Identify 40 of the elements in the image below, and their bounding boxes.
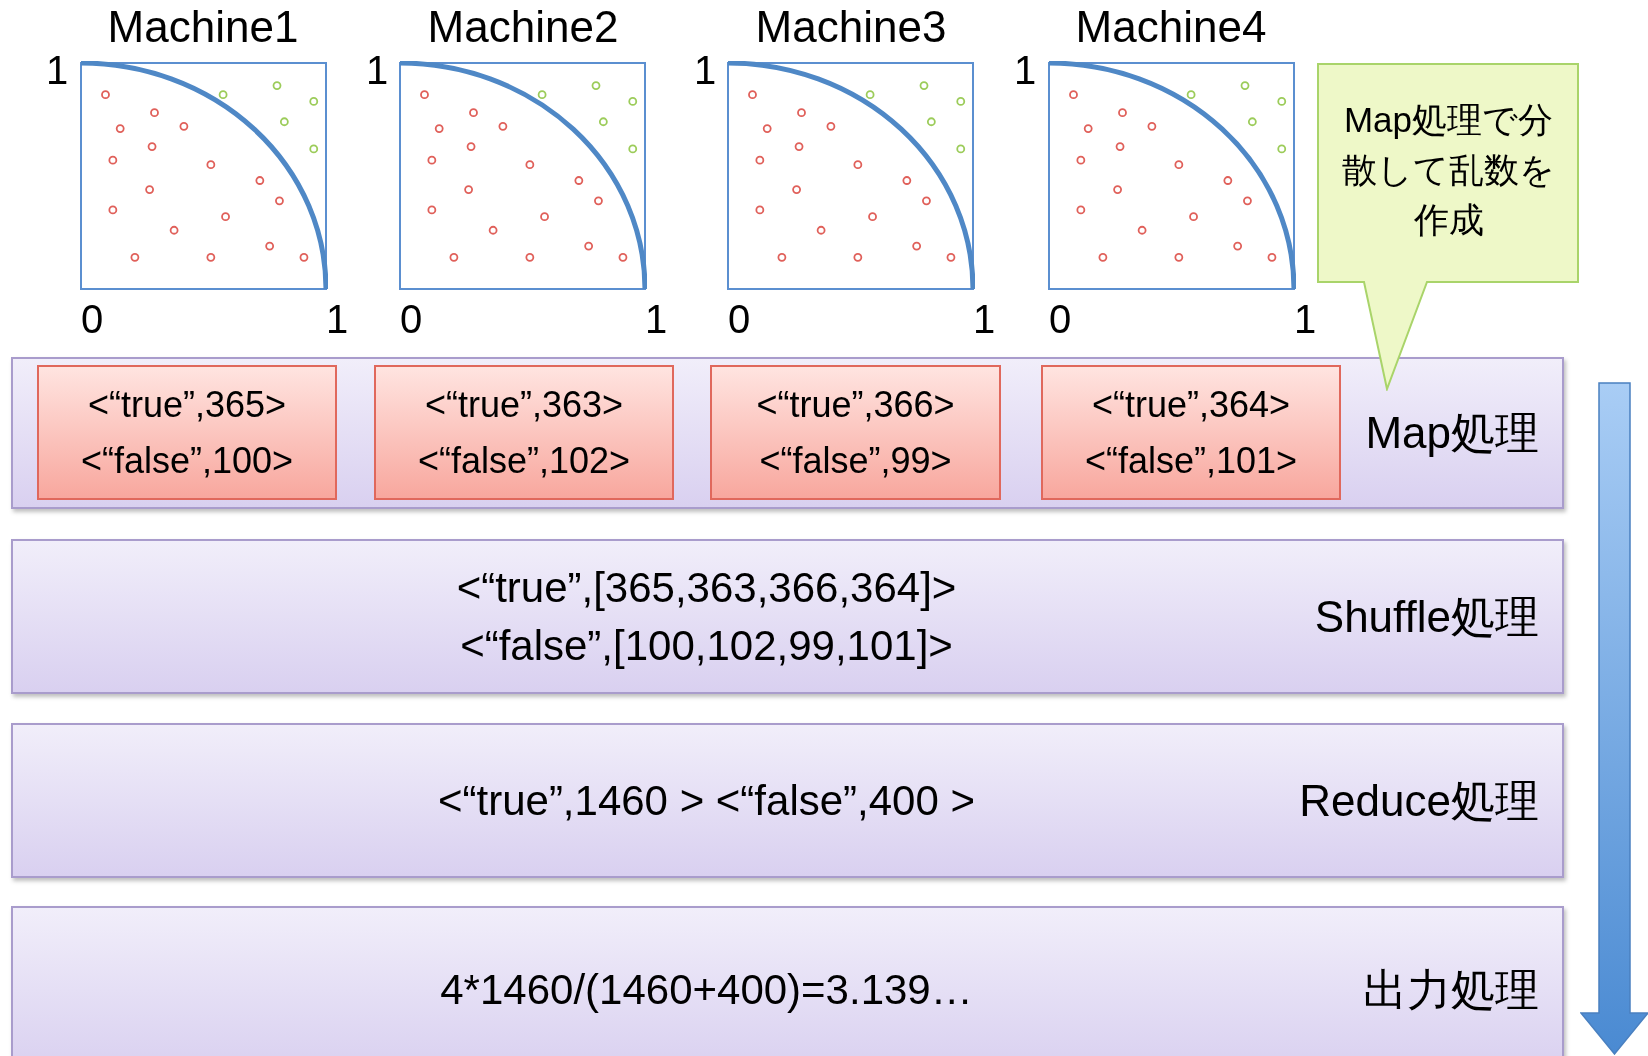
machine-title: Machine1 — [107, 2, 299, 52]
axis-tick-label: 1 — [1294, 297, 1317, 342]
stage-band — [11, 357, 1564, 509]
stage-data-text: <“true”,1460 > <“false”,400 > — [437, 775, 976, 826]
stage-label: Map処理 — [1365, 406, 1539, 459]
stage-band — [11, 906, 1564, 1056]
key-value-text: <“false”,99> — [759, 438, 952, 483]
key-value-text: <“true”,366> — [756, 382, 955, 427]
axis-tick-label: 1 — [973, 297, 996, 342]
machine-title: Machine4 — [1075, 2, 1267, 52]
axis-tick-label: 0 — [81, 297, 104, 342]
axis-tick-label: 1 — [366, 48, 389, 93]
axis-tick-label: 1 — [1014, 48, 1037, 93]
stage-label: 出力処理 — [1363, 963, 1539, 1016]
key-value-text: <“true”,365> — [87, 382, 287, 427]
key-value-text: <“false”,102> — [417, 438, 631, 483]
axis-tick-label: 1 — [645, 297, 668, 342]
stage-band — [11, 539, 1564, 694]
stage-band — [11, 723, 1564, 878]
key-value-text: <“true”,363> — [424, 382, 624, 427]
callout-text: Map処理で分散して乱数を作成 — [1341, 99, 1556, 241]
stage-data-text: <“true”,[365,363,366,364]> <“false”,[100,102,99,101]> — [455, 562, 958, 671]
key-value-text: <“false”,100> — [80, 438, 294, 483]
key-value-text: <“false”,101> — [1084, 438, 1298, 483]
stage-label: Reduce処理 — [1299, 774, 1539, 826]
axis-tick-label: 0 — [400, 297, 423, 342]
axis-tick-label: 1 — [326, 297, 349, 342]
stage-data-text: 4*1460/(1460+400)=3.139… — [439, 965, 974, 1015]
axis-tick-label: 0 — [728, 297, 751, 342]
map-output-box — [374, 365, 674, 500]
axis-tick-label: 1 — [46, 48, 69, 93]
stage-label: Shuffle処理 — [1314, 590, 1539, 642]
map-output-box — [37, 365, 337, 500]
axis-tick-label: 1 — [694, 48, 717, 93]
machine-title: Machine2 — [427, 2, 619, 52]
key-value-text: <“true”,364> — [1091, 382, 1291, 427]
map-output-box — [710, 365, 1001, 500]
machine-title: Machine3 — [755, 2, 947, 52]
axis-tick-label: 0 — [1049, 297, 1072, 342]
map-output-box — [1041, 365, 1341, 500]
